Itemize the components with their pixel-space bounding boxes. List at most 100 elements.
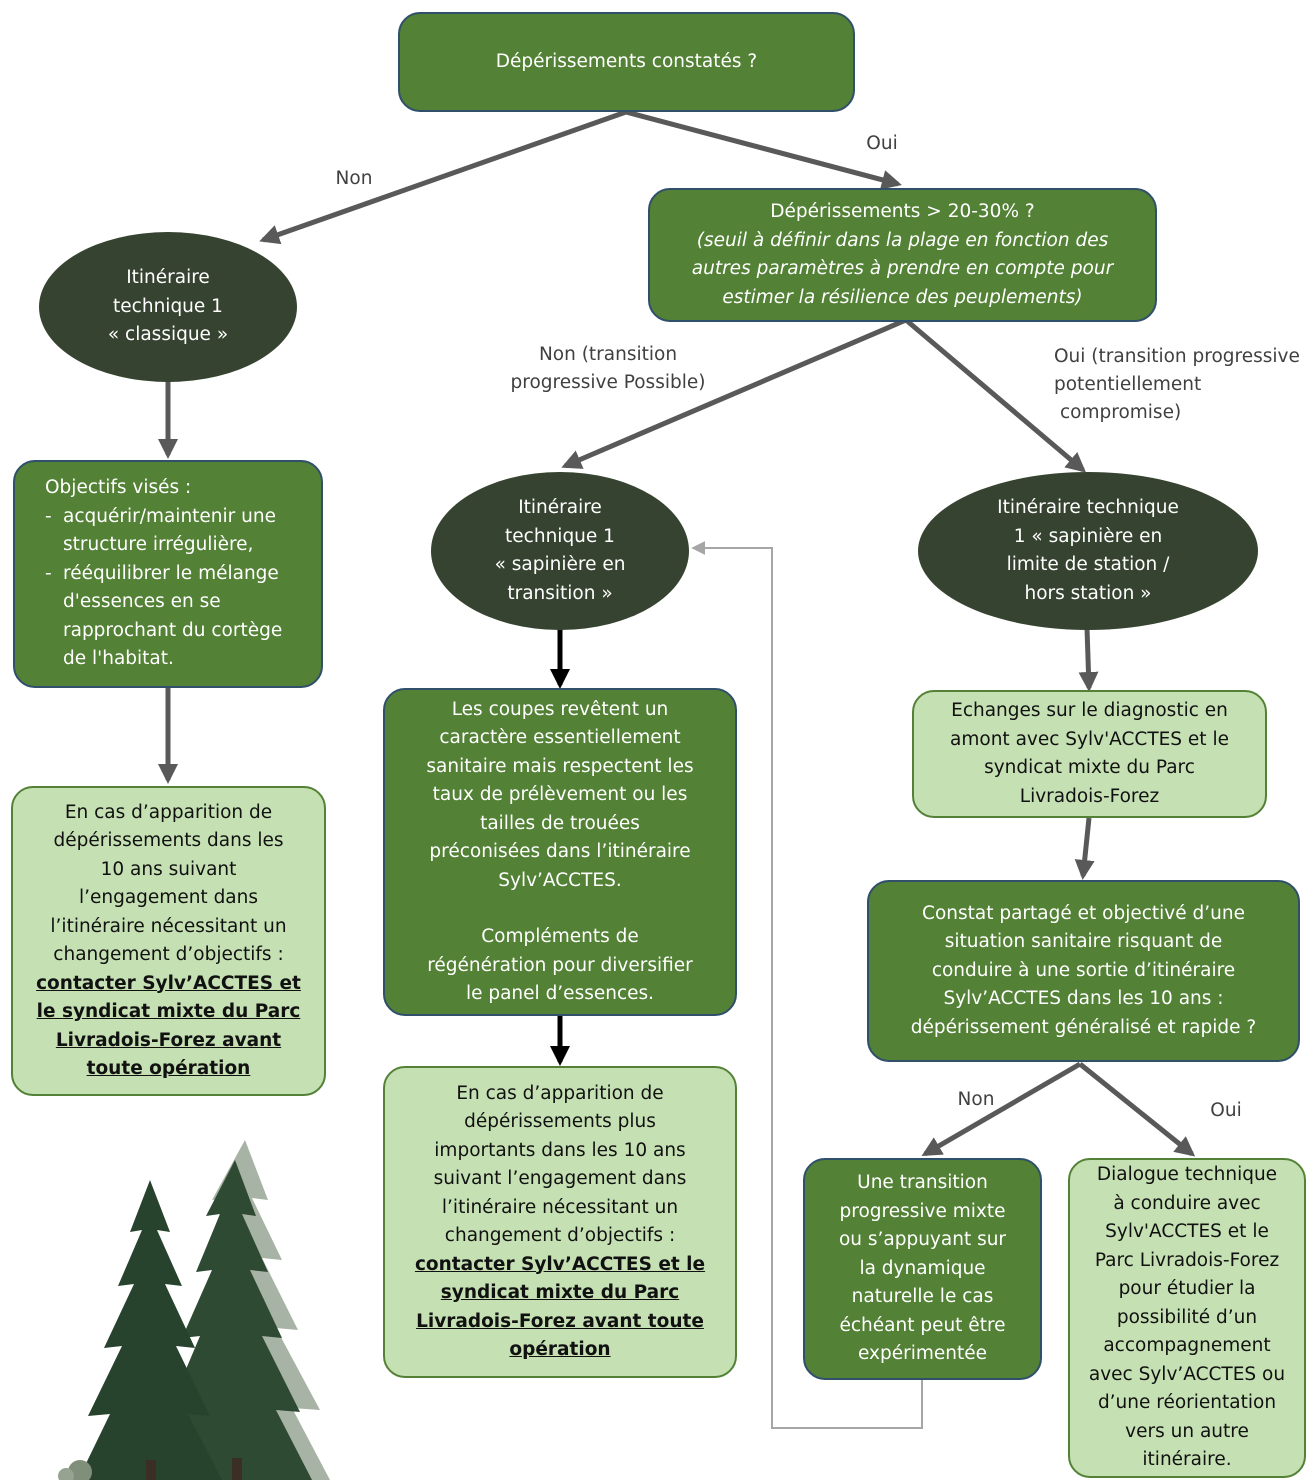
dialogue-line: Parc Livradois-Forez	[1094, 1249, 1280, 1271]
transition-line: Itinéraire	[518, 497, 602, 518]
mid-case-line: importants dans les 10 ans	[434, 1139, 686, 1161]
dialogue-line: pour étudier la	[1118, 1278, 1256, 1300]
dialogue-line: vers un autre	[1125, 1420, 1249, 1442]
limite-line: 1 « sapinière en	[1013, 525, 1163, 547]
left-case-bold-line: le syndicat mixte du Parc	[36, 1001, 301, 1022]
root-question-text: Dépérissements constatés ?	[495, 50, 758, 72]
q2-line1: Dépérissements > 20-30% ?	[770, 201, 1035, 222]
mid-case-line: changement d’objectifs :	[444, 1225, 676, 1246]
coupes-sanitaires: Les coupes revêtent un caractère essenti…	[383, 688, 737, 1016]
coupes-line: Sylv’ACCTES.	[498, 869, 622, 891]
mid-case-line: En cas d’apparition de	[456, 1082, 664, 1104]
edge-label-constat-oui: Oui	[1210, 1100, 1242, 1121]
arrow-root-non	[259, 109, 627, 245]
mixte-line: échéant peut être	[839, 1314, 1006, 1336]
dialogue-line: itinéraire.	[1142, 1449, 1232, 1471]
mixte-line: ou s’appuyant sur	[838, 1229, 1007, 1251]
feedback-loop-connector	[691, 541, 923, 1429]
objectifs-item: rééquilibrer le mélange d'essences en se…	[41, 560, 282, 674]
fir-trees-illustration	[58, 1140, 330, 1480]
constat-line: conduire à une sortie d’itinéraire	[931, 959, 1236, 981]
edge-label-q2-non: Non (transition progressive Possible)	[498, 341, 718, 397]
complements-line: le panel d’essences.	[465, 983, 655, 1004]
echanges-line: syndicat mixte du Parc	[984, 757, 1195, 778]
limite-line: Itinéraire technique	[997, 497, 1179, 518]
left-case-line: changement d’objectifs :	[53, 944, 284, 965]
arrow-limite-echanges	[1078, 627, 1099, 692]
mid-case-bold-line: opération	[509, 1339, 611, 1360]
mixte-line: la dynamique	[859, 1257, 986, 1279]
arrow-root-oui	[625, 109, 902, 190]
coupes-line: Les coupes revêtent un	[451, 698, 669, 720]
itineraire-limite-station: Itinéraire technique 1 « sapinière en li…	[918, 472, 1258, 630]
tree-trunk	[232, 1458, 242, 1480]
left-case-line: dépérissements dans les	[53, 830, 284, 851]
edge-q2-non-line: progressive Possible)	[510, 372, 706, 393]
transition-line: technique 1	[505, 525, 615, 547]
dialogue-line: d’une réorientation	[1097, 1392, 1277, 1414]
arrow-echanges-constat	[1074, 817, 1095, 880]
q2-line2: (seuil à définir dans la plage en foncti…	[696, 229, 1109, 251]
objectifs-title: Objectifs visés :	[45, 477, 192, 499]
limite-line: hors station »	[1024, 582, 1152, 604]
left-case-line: 10 ans suivant	[100, 858, 237, 880]
dialogue-line: à conduire avec	[1113, 1192, 1261, 1214]
objectifs-item-line: rapprochant du cortège	[63, 619, 283, 641]
left-case-bold-line: toute opération	[86, 1058, 251, 1079]
edge-q2-oui-line: compromise)	[1060, 402, 1182, 423]
left-case-line: l’engagement dans	[78, 887, 259, 908]
mixte-line: naturelle le cas	[851, 1286, 994, 1308]
constat-line: Constat partagé et objectivé d’une	[922, 902, 1245, 924]
classique-line: Itinéraire	[126, 267, 210, 289]
shrub	[58, 1468, 74, 1480]
mixte-line: expérimentée	[857, 1343, 988, 1365]
objectifs-item-line: de l'habitat.	[63, 648, 174, 670]
dialogue-technique: Dialogue technique à conduire avec Sylv'…	[1068, 1158, 1306, 1478]
left-case-line: En cas d’apparition de	[64, 801, 273, 823]
q2-line4: estimer la résilience des peuplements)	[722, 286, 1083, 308]
coupes-line: taux de prélèvement ou les	[432, 784, 688, 805]
left-case-line: l’itinéraire nécessitant un	[50, 915, 287, 937]
mixte-line: Une transition	[857, 1172, 988, 1194]
mid-case-line: l’itinéraire nécessitant un	[441, 1196, 679, 1218]
edge-label-q2-oui: Oui (transition progressive potentiellem…	[1054, 343, 1316, 427]
arrow-q2-oui	[904, 318, 1087, 473]
classique-line: « classique »	[107, 324, 229, 346]
objectifs-item-line: d'essences en se	[63, 591, 221, 613]
left-case-bold-line: Livradois-Forez avant	[55, 1029, 282, 1051]
mid-case-bold-line: Livradois-Forez avant toute	[416, 1310, 704, 1332]
mid-case-bold-line: contacter Sylv’ACCTES et le	[414, 1253, 706, 1275]
itineraire-classique: Itinéraire technique 1 « classique »	[39, 232, 297, 382]
objectifs-vises: Objectifs visés : acquérir/maintenir une…	[13, 460, 323, 688]
mid-case-line: dépérissements plus	[464, 1111, 656, 1132]
coupes-line: tailles de trouées	[480, 812, 640, 834]
shrub	[68, 1460, 92, 1480]
objectifs-item-line: structure irrégulière,	[63, 534, 254, 556]
objectifs-item: acquérir/maintenir une structure irrégul…	[41, 503, 282, 560]
edge-q2-oui-line: Oui (transition progressive	[1054, 346, 1300, 367]
objectifs-item-line: acquérir/maintenir une	[63, 505, 276, 527]
complements-line: Compléments de	[481, 926, 639, 947]
transition-line: « sapinière en	[494, 554, 626, 575]
left-case-bold-line: contacter Sylv’ACCTES et	[36, 972, 301, 994]
question-deperissements-seuil: Dépérissements > 20-30% ? (seuil à défin…	[648, 188, 1157, 322]
cas-deperissement-transition: En cas d’apparition de dépérissements pl…	[383, 1066, 737, 1378]
dialogue-line: avec Sylv’ACCTES ou	[1088, 1363, 1286, 1385]
q2-line3: autres paramètres à prendre en compte po…	[691, 258, 1114, 279]
mixte-line: progressive mixte	[839, 1200, 1006, 1222]
coupes-line: sanitaire mais respectent les	[426, 755, 694, 777]
echanges-line: Livradois-Forez	[1019, 785, 1160, 807]
dialogue-line: possibilité d’un	[1116, 1306, 1258, 1328]
transition-line: transition »	[507, 582, 613, 604]
objectifs-list: acquérir/maintenir une structure irrégul…	[41, 503, 282, 674]
edge-label-root-non: Non	[335, 168, 373, 189]
limite-line: limite de station /	[1006, 554, 1170, 575]
tree-trunk	[146, 1460, 156, 1480]
constat-line: situation sanitaire risquant de	[944, 931, 1223, 953]
transition-progressive-mixte: Une transition progressive mixte ou s’ap…	[803, 1158, 1042, 1380]
cas-deperissement-classique: En cas d’apparition de dépérissements da…	[11, 786, 326, 1096]
edge-label-constat-non: Non	[957, 1089, 995, 1110]
arrow-constat-non	[921, 1061, 1082, 1157]
dialogue-line: Dialogue technique	[1096, 1164, 1278, 1186]
